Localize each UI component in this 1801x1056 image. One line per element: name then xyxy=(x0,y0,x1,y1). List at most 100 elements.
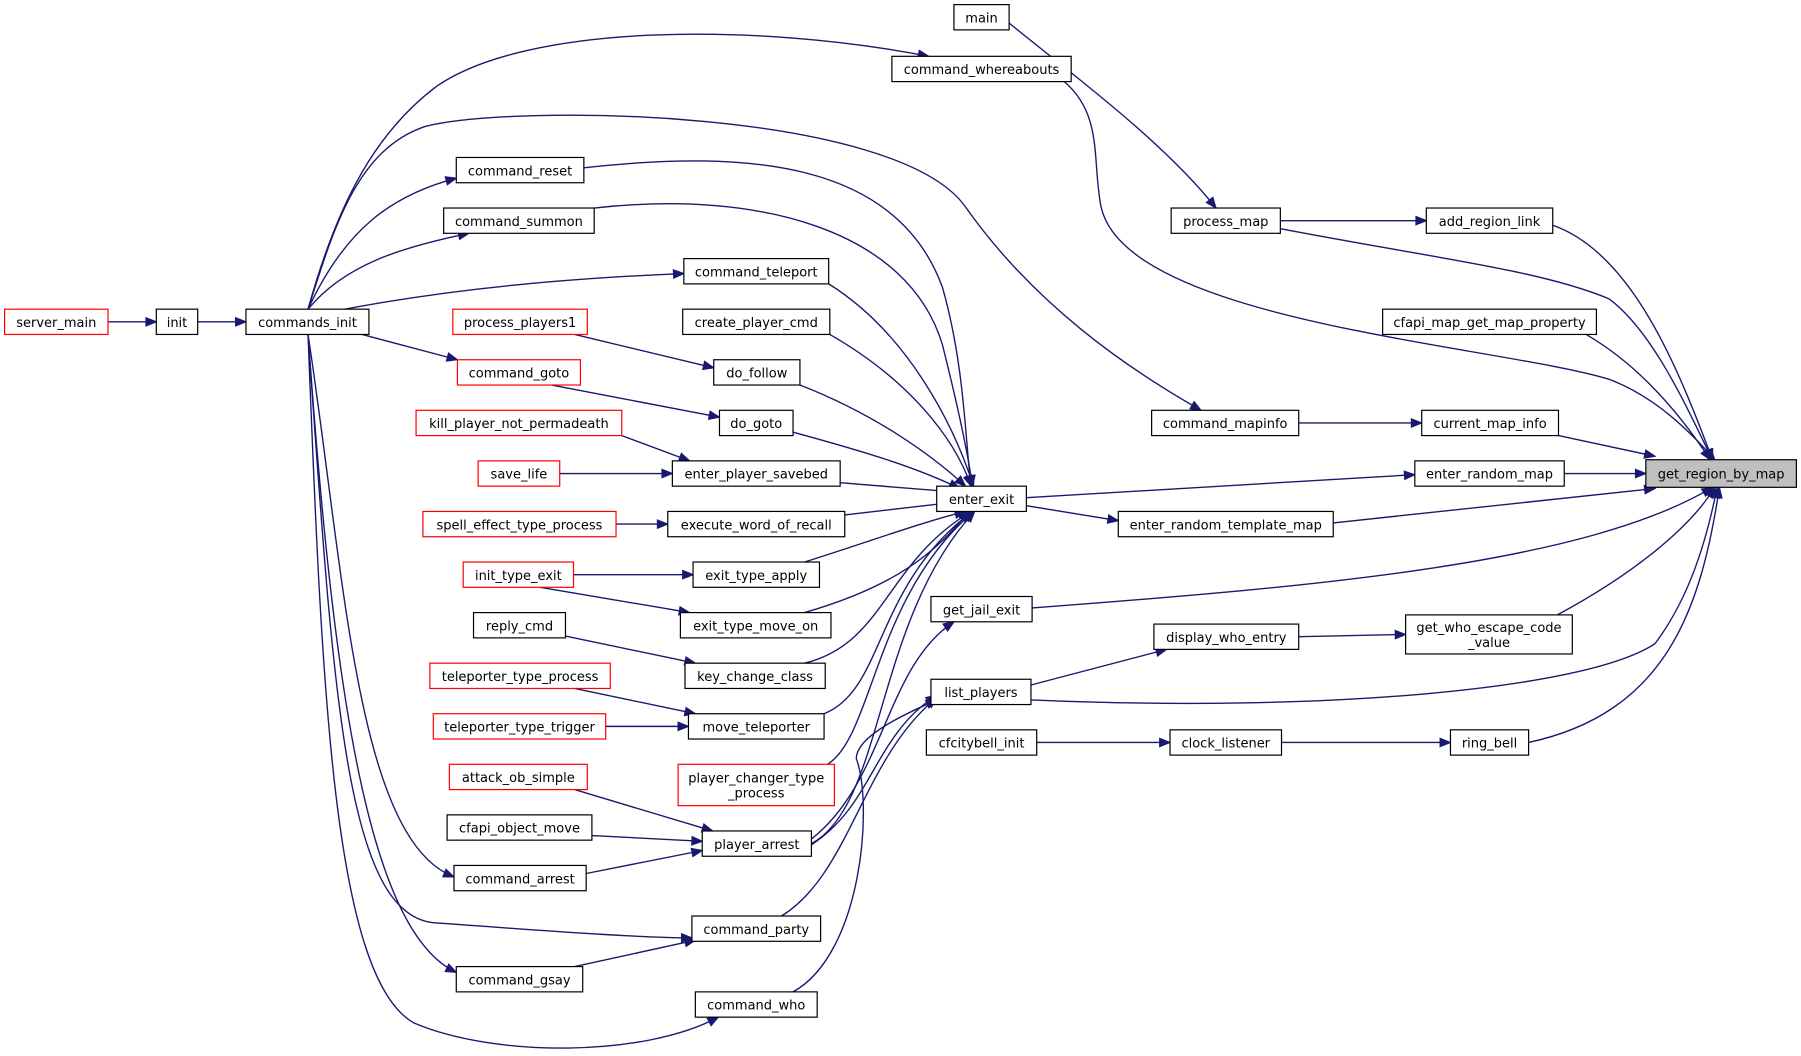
edge-line xyxy=(1557,486,1716,616)
node-command-reset[interactable]: command_reset xyxy=(455,156,585,184)
node-enter-player-savebed[interactable]: enter_player_savebed xyxy=(671,460,841,487)
node-process-map[interactable]: process_map xyxy=(1170,207,1281,234)
edge-arrowhead xyxy=(1106,513,1120,524)
node-add-region-link[interactable]: add_region_link xyxy=(1425,207,1554,234)
node-command-mapinfo[interactable]: command_mapinfo xyxy=(1151,409,1300,437)
edge-line xyxy=(591,834,703,842)
edge-commands-init-to-command-mapinfo xyxy=(307,114,1203,412)
node-command-whereabouts[interactable]: command_whereabouts xyxy=(891,55,1072,83)
node-enter-random-map[interactable]: enter_random_map xyxy=(1414,460,1565,487)
node-get-region-by-map[interactable]: get_region_by_map xyxy=(1645,459,1798,488)
node-label: enter_random_template_map xyxy=(1130,518,1322,533)
node-create-player-cmd[interactable]: create_player_cmd xyxy=(682,308,831,336)
node-current-map-info[interactable]: current_map_info xyxy=(1421,409,1560,437)
edge-add-region-link-to-get-region-by-map xyxy=(1552,224,1714,462)
edge-save-life-to-enter-player-savebed xyxy=(559,468,674,479)
edge-line xyxy=(1298,633,1406,638)
edge-arrowhead xyxy=(444,963,458,974)
node-attack-ob-simple[interactable]: attack_ob_simple xyxy=(448,763,588,791)
node-player-changer-type-process[interactable]: player_changer_type_process xyxy=(677,763,836,807)
node-exit-type-move-on[interactable]: exit_type_move_on xyxy=(679,611,832,639)
node-box xyxy=(415,409,623,437)
node-label: command_party xyxy=(703,923,809,938)
node-cfapi-object-move[interactable]: cfapi_object_move xyxy=(446,814,593,841)
node-command-party[interactable]: command_party xyxy=(691,915,822,942)
edge-line xyxy=(583,160,972,487)
node-box xyxy=(683,257,830,285)
node-command-who[interactable]: command_who xyxy=(694,991,818,1018)
node-clock-listener[interactable]: clock_listener xyxy=(1169,729,1283,756)
edge-command-who-to-list-players xyxy=(792,699,939,993)
edge-arrowhead xyxy=(1403,470,1417,481)
node-label: command_arrest xyxy=(465,872,574,887)
node-key-change-class[interactable]: key_change_class xyxy=(684,662,826,690)
node-kill-player-not-permadeath[interactable]: kill_player_not_permadeath xyxy=(415,409,623,437)
edge-arrowhead xyxy=(145,316,158,327)
node-commands-init[interactable]: commands_init xyxy=(245,308,370,336)
node-box xyxy=(453,864,587,892)
edge-arrowhead xyxy=(690,847,704,858)
node-list-players[interactable]: list_players xyxy=(930,678,1032,706)
node-save-life[interactable]: save_life xyxy=(477,460,561,487)
node-box xyxy=(448,763,588,791)
edge-arrowhead xyxy=(962,474,973,488)
node-server-main[interactable]: server_main xyxy=(3,308,109,336)
edge-arrowhead xyxy=(677,452,692,462)
node-command-summon[interactable]: command_summon xyxy=(443,207,595,234)
node-cfapi-map-get-map-property[interactable]: cfapi_map_get_map_property xyxy=(1382,308,1598,336)
node-reply-cmd[interactable]: reply_cmd xyxy=(472,611,567,639)
node-init[interactable]: init xyxy=(155,308,199,336)
node-teleporter-type-process[interactable]: teleporter_type_process xyxy=(429,662,611,690)
edge-command-whereabouts-to-get-region-by-map xyxy=(1063,81,1716,461)
node-main[interactable]: main xyxy=(953,3,1010,31)
node-label: attack_ob_simple xyxy=(462,771,575,786)
node-ring-bell[interactable]: ring_bell xyxy=(1449,729,1530,756)
node-teleporter-type-trigger[interactable]: teleporter_type_trigger xyxy=(432,713,607,740)
node-box xyxy=(1170,207,1281,234)
node-label: do_goto xyxy=(730,417,782,432)
node-player-arrest[interactable]: player_arrest xyxy=(701,830,813,857)
edge-line xyxy=(1026,473,1415,499)
edge-arrowhead xyxy=(1189,400,1203,412)
node-init-type-exit[interactable]: init_type_exit xyxy=(462,561,575,588)
node-command-arrest[interactable]: command_arrest xyxy=(453,864,587,892)
node-move-teleporter[interactable]: move_teleporter xyxy=(687,713,825,740)
node-get-who-escape-code-value[interactable]: get_who_escape_code_value xyxy=(1405,614,1573,655)
node-get-jail-exit[interactable]: get_jail_exit xyxy=(930,595,1033,623)
edge-line xyxy=(1552,224,1714,460)
node-do-goto[interactable]: do_goto xyxy=(718,409,794,437)
node-command-teleport[interactable]: command_teleport xyxy=(683,257,830,285)
edge-line xyxy=(811,510,976,845)
node-label: do_follow xyxy=(726,367,787,382)
node-label: key_change_class xyxy=(697,670,813,685)
node-enter-random-template-map[interactable]: enter_random_template_map xyxy=(1117,510,1334,538)
edge-arrowhead xyxy=(706,1016,720,1027)
node-spell-effect-type-process[interactable]: spell_effect_type_process xyxy=(422,510,617,538)
node-label: player_arrest xyxy=(714,838,799,853)
edge-line xyxy=(307,334,692,939)
node-box xyxy=(687,713,825,740)
node-box xyxy=(692,561,821,588)
node-label: clock_listener xyxy=(1181,737,1270,752)
node-cfcitybell-init[interactable]: cfcitybell_init xyxy=(925,729,1038,756)
node-display-who-entry[interactable]: display_who_entry xyxy=(1153,623,1300,650)
node-label: _process xyxy=(727,787,785,802)
node-box xyxy=(1151,409,1300,437)
edge-arrowhead xyxy=(1712,485,1723,499)
node-do-follow[interactable]: do_follow xyxy=(713,359,801,386)
node-enter-exit[interactable]: enter_exit xyxy=(936,485,1027,513)
edge-arrowhead xyxy=(661,468,674,479)
node-execute-word-of-recall[interactable]: execute_word_of_recall xyxy=(667,510,846,538)
node-box xyxy=(930,595,1033,623)
node-command-goto[interactable]: command_goto xyxy=(456,359,582,386)
node-exit-type-apply[interactable]: exit_type_apply xyxy=(692,561,821,588)
node-label: command_who xyxy=(707,999,805,1014)
edge-enter-exit-to-enter-random-template-map xyxy=(1026,505,1120,524)
edge-cfcitybell-init-to-clock-listener xyxy=(1036,737,1172,748)
node-command-gsay[interactable]: command_gsay xyxy=(455,965,584,993)
node-label: player_changer_type xyxy=(688,772,824,787)
node-box xyxy=(953,3,1010,31)
node-box xyxy=(677,763,836,807)
edge-line xyxy=(574,939,696,968)
node-process-players1[interactable]: process_players1 xyxy=(452,308,588,336)
